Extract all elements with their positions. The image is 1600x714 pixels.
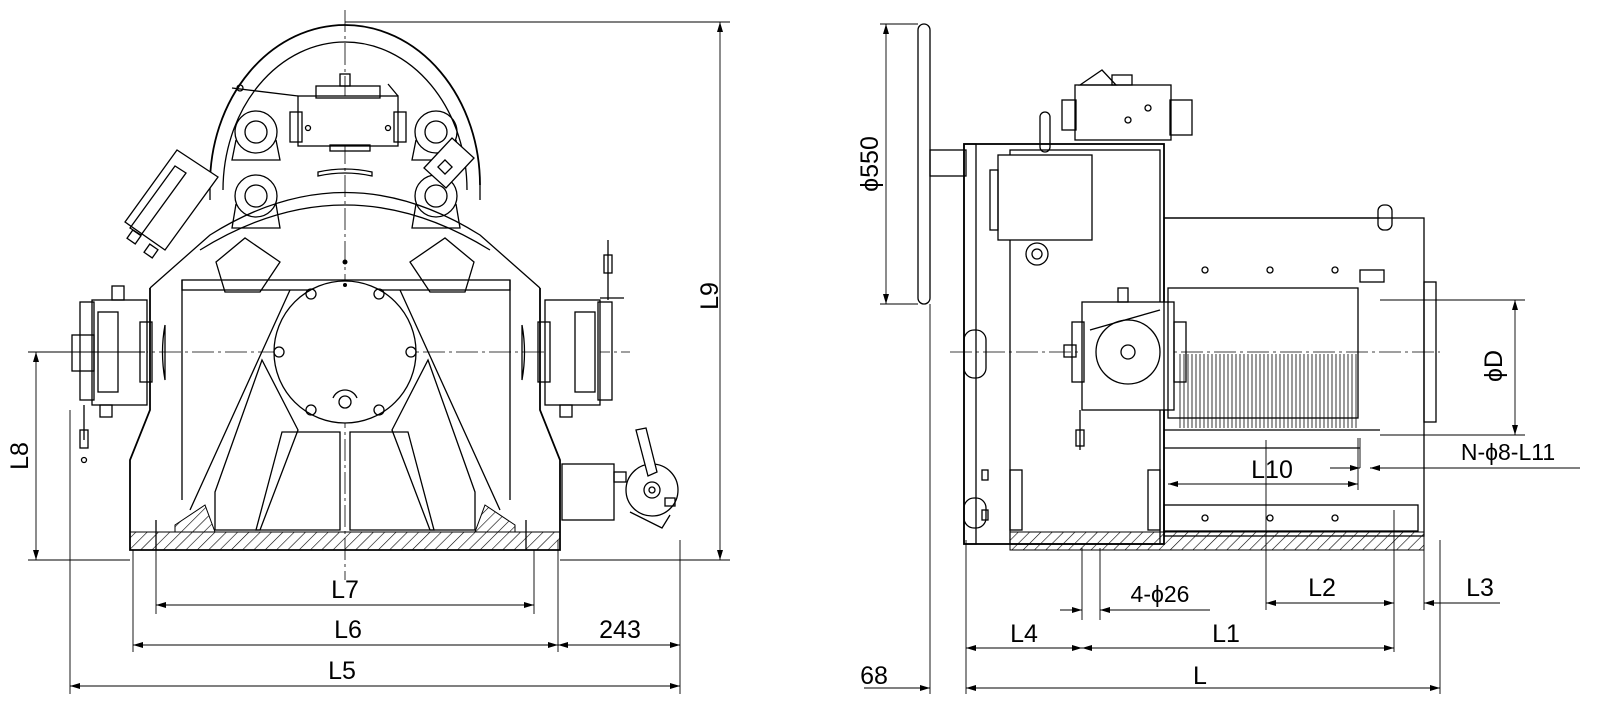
label-l9: L9 [696,282,724,310]
side-base [1009,531,1425,551]
front-view [28,10,730,694]
label-l10: L10 [1251,456,1293,484]
handwheel [917,23,967,305]
manual-release-lever [561,427,679,529]
right-brake [521,240,624,418]
label-l4: L4 [1010,620,1038,648]
side-encoder-box [1061,69,1193,141]
shaft-cover-plate [273,259,417,424]
top-encoder-unit [231,73,407,177]
label-68: 68 [860,662,888,690]
left-junction-box [124,149,219,259]
right-connector-box [423,137,475,189]
label-phiD: ϕD [1480,350,1508,382]
label-l3: L3 [1466,574,1494,602]
side-view [864,23,1580,694]
main-housing [129,191,561,551]
label-l2: L2 [1308,574,1336,602]
label-l1: L1 [1212,620,1240,648]
label-phi550: ϕ550 [856,136,884,192]
side-brake-unit [1063,287,1187,450]
label-243: 243 [599,616,641,644]
label-l7: L7 [331,576,359,604]
label-l5: L5 [328,657,356,685]
motor-body [963,111,1165,545]
label-l8: L8 [6,442,34,470]
label-4-holes: 4-ϕ26 [1131,581,1190,607]
label-n-holes: N-ϕ8-L11 [1461,439,1555,465]
front-dimensions [28,21,730,694]
side-dimensions [864,23,1580,694]
sheave-grooves [1179,354,1357,428]
sheave-outline [209,24,481,200]
drum-sheave [1163,204,1437,537]
label-l: L [1193,662,1207,690]
label-l6: L6 [334,616,362,644]
left-brake [71,285,166,464]
